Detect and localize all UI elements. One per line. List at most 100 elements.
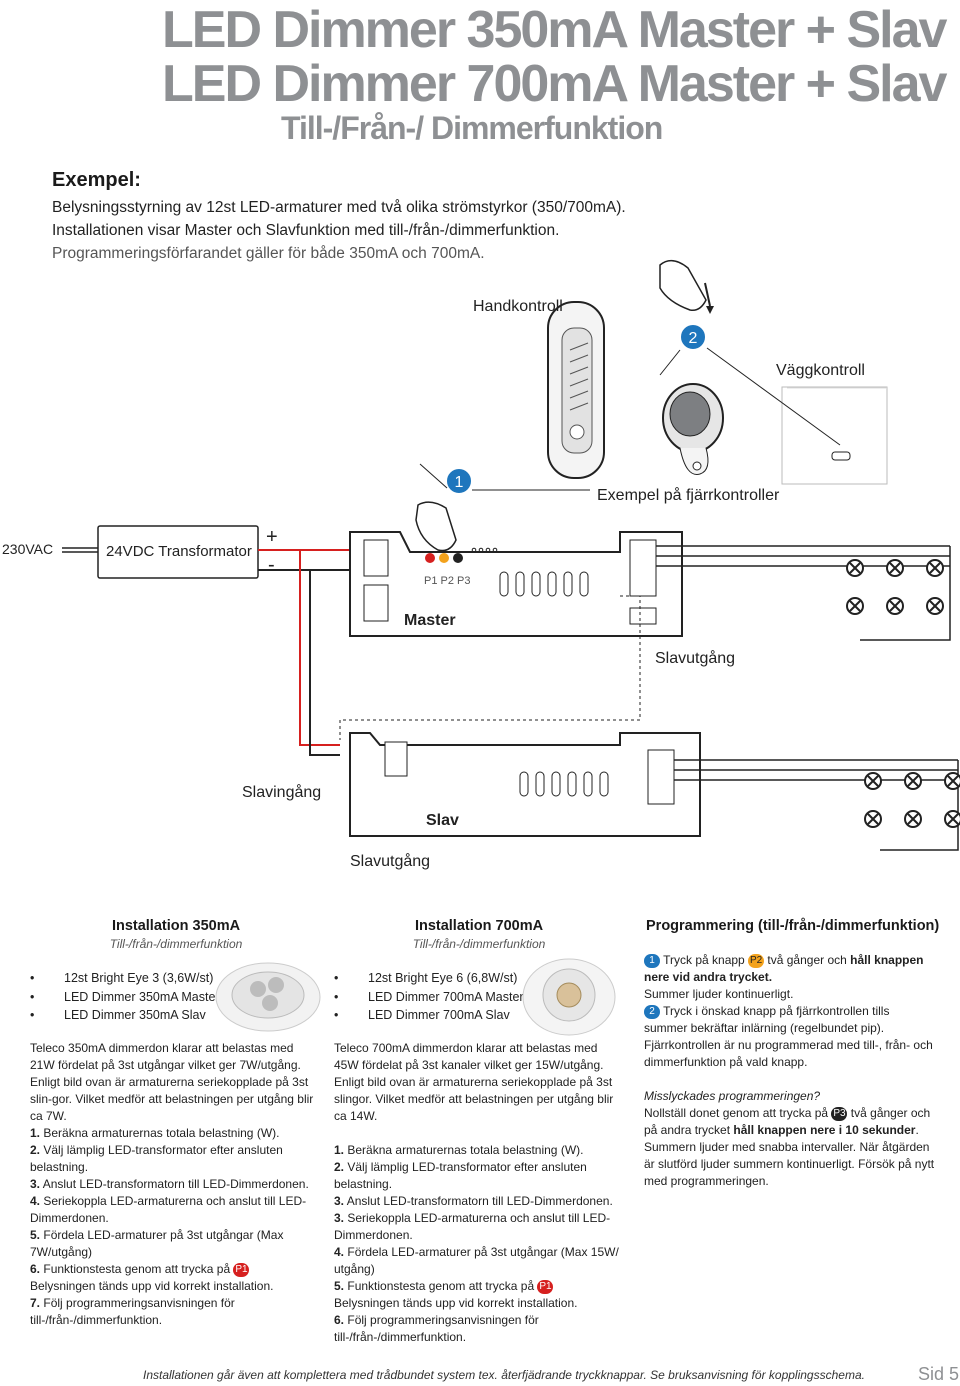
list-item: LED Dimmer 350mA Slav — [30, 1006, 220, 1025]
list-item: 2. Välj lämplig LED-transformator efter … — [30, 1142, 315, 1176]
subtitle: Till-/Från-/ Dimmerfunktion — [281, 110, 663, 146]
step-number: 5. — [334, 1279, 345, 1293]
list-item: 6. Funktionstesta genom att trycka på P1… — [30, 1261, 315, 1295]
label-slavutgang-top: Slavutgång — [655, 650, 736, 667]
step-text: Beräkna armaturernas totala belastning (… — [43, 1126, 280, 1140]
col700-steps: 1. Beräkna armaturernas totala belastnin… — [334, 1142, 619, 1346]
wall-switch — [781, 386, 888, 485]
list-item: 7. Följ programmeringsanvisningen för ti… — [30, 1295, 315, 1329]
p1-badge: P1 — [537, 1279, 554, 1294]
step-text: Följ programmeringsanvisningen för till-… — [334, 1313, 539, 1344]
prog-text: två gånger och — [767, 953, 847, 967]
step-number: 5. — [30, 1228, 41, 1242]
prog-text: Summer ljuder kontinuerligt. — [644, 987, 794, 1001]
list-item: 12st Bright Eye 6 (6,8W/st) — [334, 969, 524, 988]
prog-text: . Summern ljuder med snabba intervaller.… — [644, 1123, 935, 1188]
bright-eye-6-product-image — [522, 958, 616, 1036]
col700-subheading: Till-/från-/dimmerfunktion — [412, 937, 546, 951]
label-master: Master — [404, 612, 456, 629]
list-item: 12st Bright Eye 3 (3,6W/st) — [30, 969, 220, 988]
step-number: 1. — [30, 1126, 41, 1140]
step-2-number: 2 — [689, 330, 698, 347]
step-text: Välj lämplig LED-transformator efter ans… — [334, 1160, 587, 1191]
p3-badge: P3 — [831, 1106, 848, 1121]
list-item: LED Dimmer 700mA Master — [334, 988, 524, 1007]
list-item: 5. Fördela LED-armaturer på 3st utgångar… — [30, 1227, 315, 1261]
list-item: 3. Anslut LED-transformatorn till LED-Di… — [30, 1176, 315, 1193]
label-handkontroll: Handkontroll — [473, 298, 563, 315]
step-number: 4. — [334, 1245, 345, 1259]
plus-sign: + — [266, 526, 278, 548]
col350-heading: Installation 350mA — [111, 918, 241, 934]
step-1-number: 1 — [455, 474, 464, 491]
label-vaggkontroll: Väggkontroll — [776, 362, 865, 379]
keyfob-remote — [662, 383, 724, 475]
step-text: Följ programmeringsanvisningen för till-… — [30, 1296, 235, 1327]
prog-question: Misslyckades programmeringen? — [644, 1089, 821, 1103]
list-item: 4. Fördela LED-armaturer på 3st utgångar… — [334, 1244, 619, 1278]
list-item: 1. Beräkna armaturernas totala belastnin… — [334, 1142, 619, 1159]
intro-text: Belysningsstyrning av 12st LED-armaturer… — [52, 196, 626, 265]
programming-heading: Programmering (till-/från-/dimmerfunktio… — [646, 918, 940, 934]
list-item: 1. Beräkna armaturernas totala belastnin… — [30, 1125, 315, 1142]
minus-sign: - — [268, 554, 275, 576]
finger-icon — [659, 259, 707, 312]
step-text: Fördela LED-armaturer på 3st utgångar (M… — [334, 1245, 619, 1276]
list-item: 2. Välj lämplig LED-transformator efter … — [334, 1159, 619, 1193]
step-text: Anslut LED-transformatorn till LED-Dimme… — [42, 1177, 309, 1191]
master-unit — [349, 531, 683, 637]
transformer-box — [97, 525, 259, 579]
col350-subheading: Till-/från-/dimmerfunktion — [109, 937, 243, 951]
step-text: Funktionstesta genom att trycka på — [43, 1262, 231, 1276]
example-heading: Exempel: — [52, 169, 141, 191]
list-item: LED Dimmer 700mA Slav — [334, 1006, 524, 1025]
intro-line-3: Programmeringsförfarandet gäller för båd… — [52, 245, 485, 262]
footer-note: Installationen går även att komplettera … — [143, 1368, 865, 1382]
p2-button — [439, 553, 449, 563]
col700-bullets: 12st Bright Eye 6 (6,8W/st) LED Dimmer 7… — [334, 969, 524, 1025]
list-item: LED Dimmer 350mA Master — [30, 988, 220, 1007]
step-2-badge-text: 2 — [644, 1004, 660, 1019]
list-item: 5. Funktionstesta genom att trycka på P1… — [334, 1278, 619, 1312]
prog-text: Nollställ donet genom att trycka på — [644, 1106, 829, 1120]
col350-bullets: 12st Bright Eye 3 (3,6W/st) LED Dimmer 3… — [30, 969, 220, 1025]
label-exempel-fjarrkontroller: Exempel på fjärrkontroller — [597, 487, 780, 504]
step-text-cont: Belysningen tänds upp vid korrekt instal… — [334, 1296, 578, 1310]
step-number: 3. — [334, 1211, 345, 1225]
col350-paragraph: Teleco 350mA dimmerdon klarar att belast… — [30, 1041, 314, 1123]
col700-paragraph: Teleco 700mA dimmerdon klarar att belast… — [334, 1041, 614, 1123]
title-line-2: LED Dimmer 700mA Master + Slav — [162, 55, 947, 113]
step-number: 6. — [30, 1262, 41, 1276]
programming-step-2: 2 Tryck i önskad knapp på fjärrkontrolle… — [644, 1003, 936, 1071]
step-text: Seriekoppla LED-armaturerna och anslut t… — [334, 1211, 611, 1242]
step-text: Funktionstesta genom att trycka på — [347, 1279, 535, 1293]
step-number: 7. — [30, 1296, 41, 1310]
step-text: Fördela LED-armaturer på 3st utgångar (M… — [30, 1228, 284, 1259]
label-transformator: 24VDC Transformator — [106, 543, 252, 560]
prog-text: Tryck i önskad knapp på fjärrkontrollen … — [644, 1004, 933, 1069]
list-item: 3. Seriekoppla LED-armaturerna och anslu… — [334, 1210, 619, 1244]
step-1-badge — [445, 467, 473, 495]
step-number: 6. — [334, 1313, 345, 1327]
wiring-diagram: 2 1 P1 P2 P3 — [62, 259, 960, 851]
intro-line-1: Belysningsstyrning av 12st LED-armaturer… — [52, 199, 626, 216]
bright-eye-3-product-image — [215, 962, 321, 1032]
list-item: 3. Anslut LED-transformatorn till LED-Di… — [334, 1193, 619, 1210]
slave-unit — [349, 732, 701, 837]
label-230vac: 230VAC — [2, 541, 54, 557]
hand-remote — [547, 301, 605, 479]
list-item: 6. Följ programmeringsanvisningen för ti… — [334, 1312, 619, 1346]
finger-press-icon — [415, 501, 457, 552]
p3-button — [453, 553, 463, 563]
intro-line-2: Installationen visar Master och Slavfunk… — [52, 222, 560, 239]
step-text-cont: Belysningen tänds upp vid korrekt instal… — [30, 1279, 274, 1293]
p1-button — [425, 553, 435, 563]
step-2-badge — [679, 323, 707, 351]
step-text: Seriekoppla LED-armaturerna och anslut t… — [30, 1194, 307, 1225]
step-number: 3. — [334, 1194, 345, 1208]
title-line-1: LED Dimmer 350mA Master + Slav — [162, 1, 947, 59]
programming-step-1: 1 Tryck på knapp P2 två gånger och håll … — [644, 952, 936, 1003]
step-text: Välj lämplig LED-transformator efter ans… — [30, 1143, 283, 1174]
step-number: 2. — [30, 1143, 41, 1157]
step-number: 4. — [30, 1194, 41, 1208]
